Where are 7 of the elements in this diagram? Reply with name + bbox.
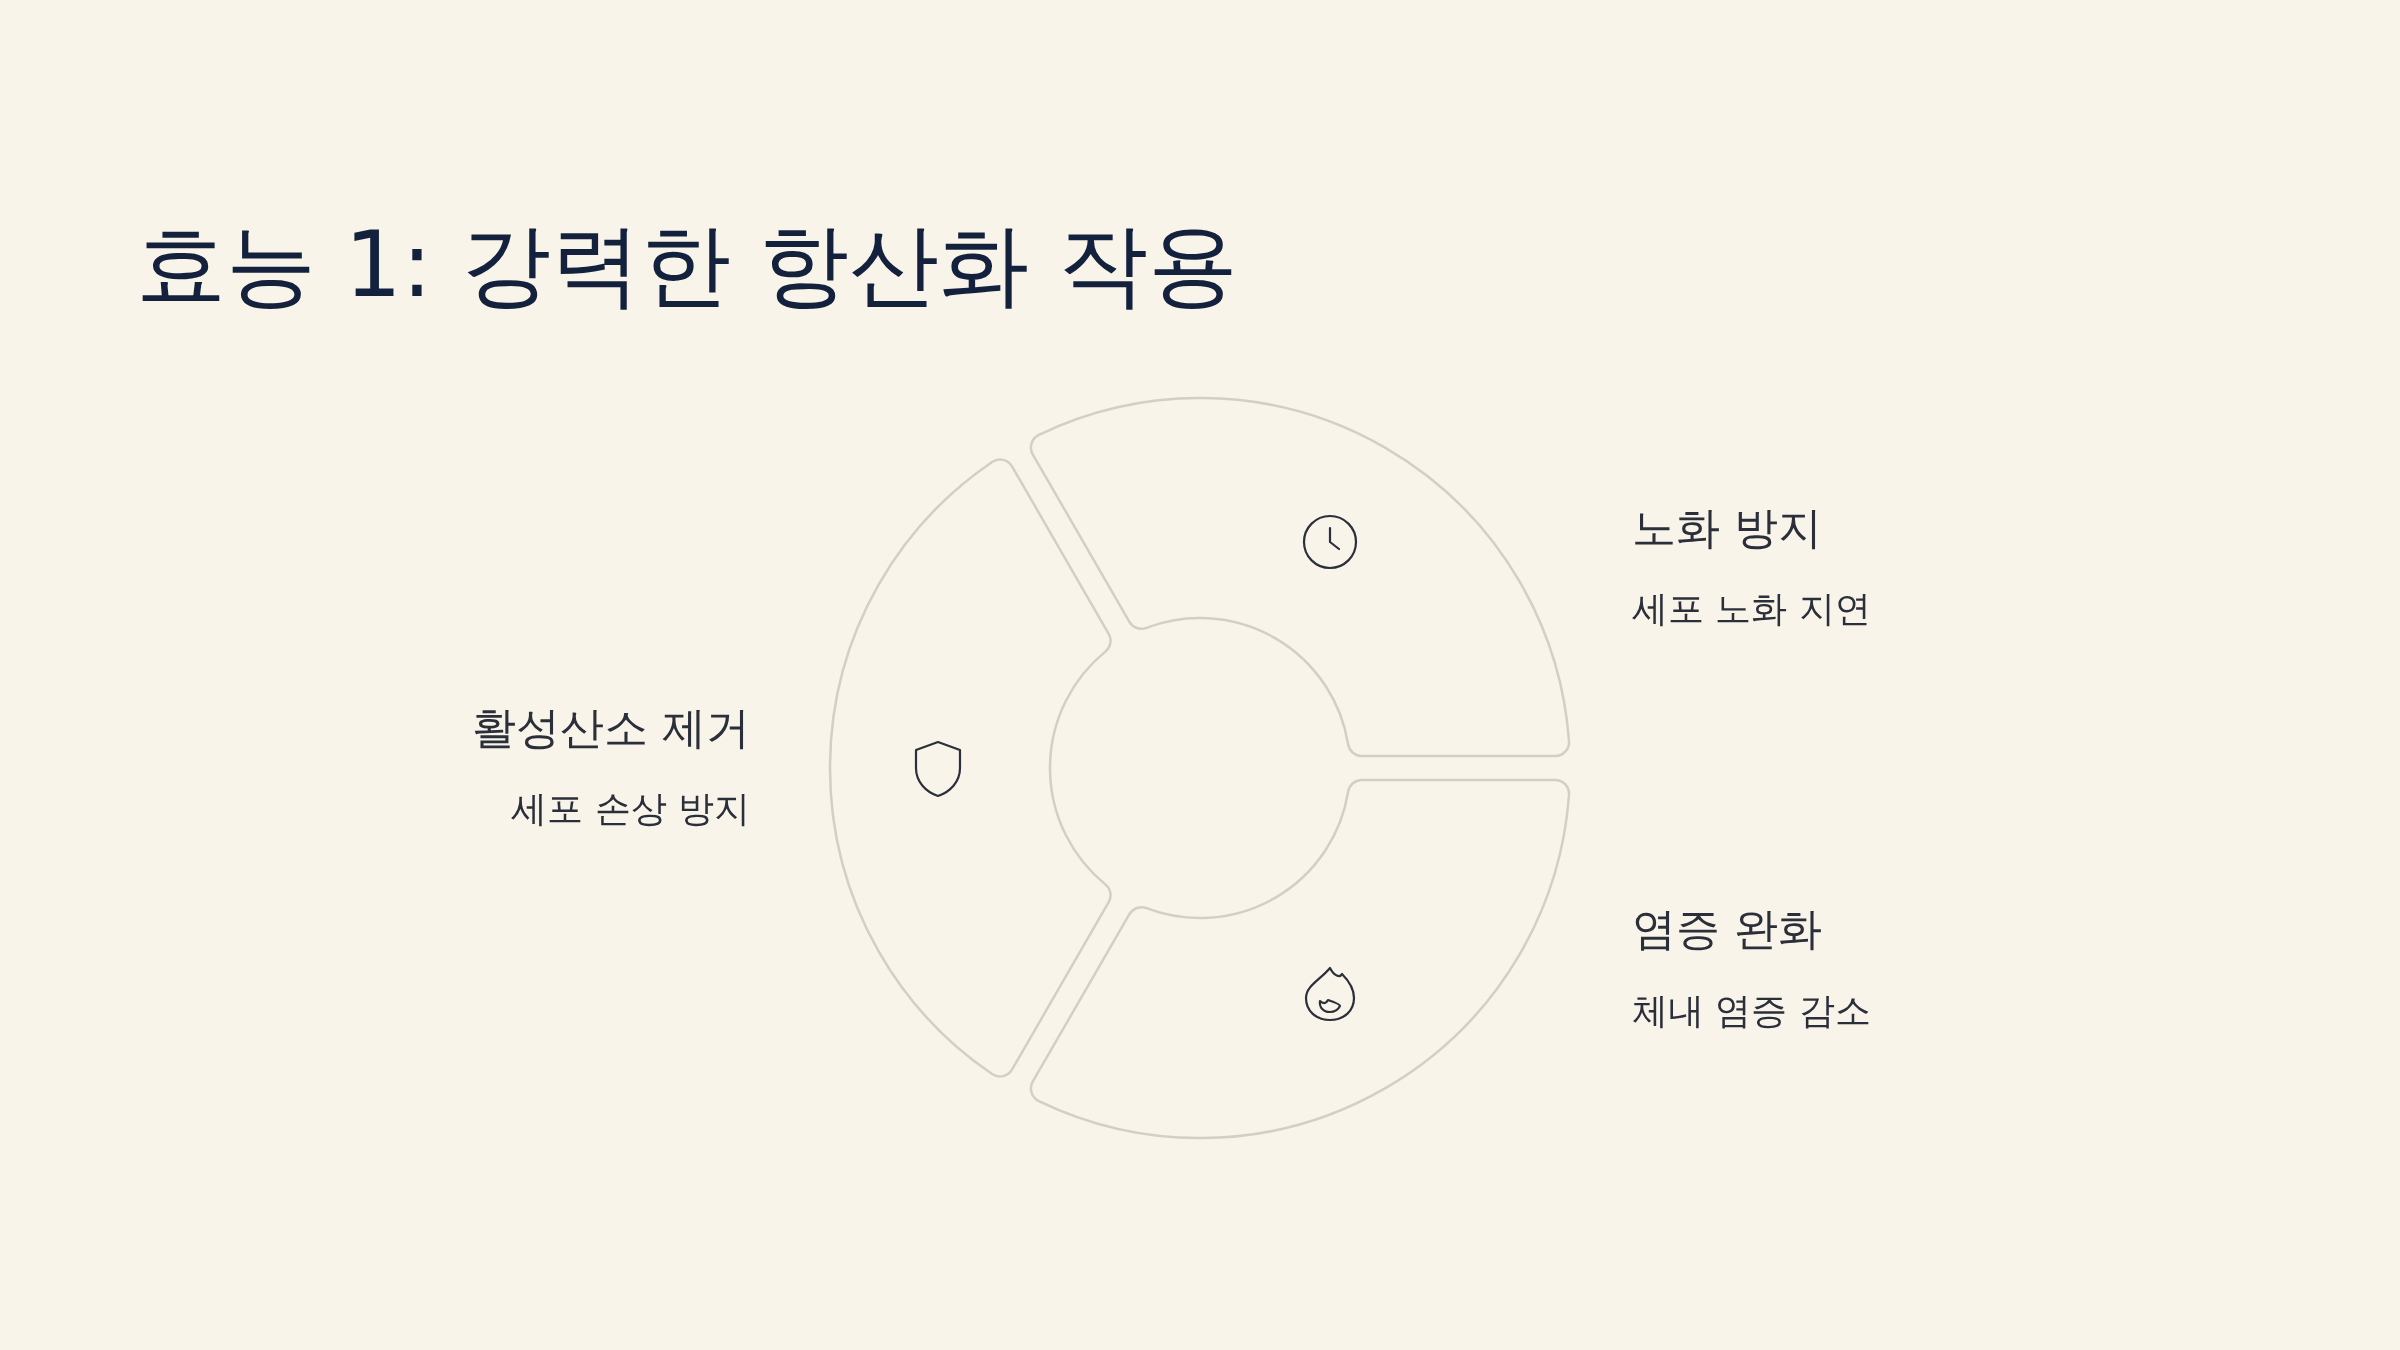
item-heading: 노화 방지 <box>1632 500 1822 555</box>
item-description: 세포 손상 방지 <box>511 787 750 832</box>
item-description: 세포 노화 지연 <box>1632 587 1871 632</box>
title: 효능 1: 강력한 항산화 작용 <box>136 211 1239 319</box>
item-description: 체내 염증 감소 <box>1632 989 1871 1034</box>
item-heading: 활성산소 제거 <box>472 700 750 755</box>
item-heading: 염증 완화 <box>1632 901 1822 956</box>
